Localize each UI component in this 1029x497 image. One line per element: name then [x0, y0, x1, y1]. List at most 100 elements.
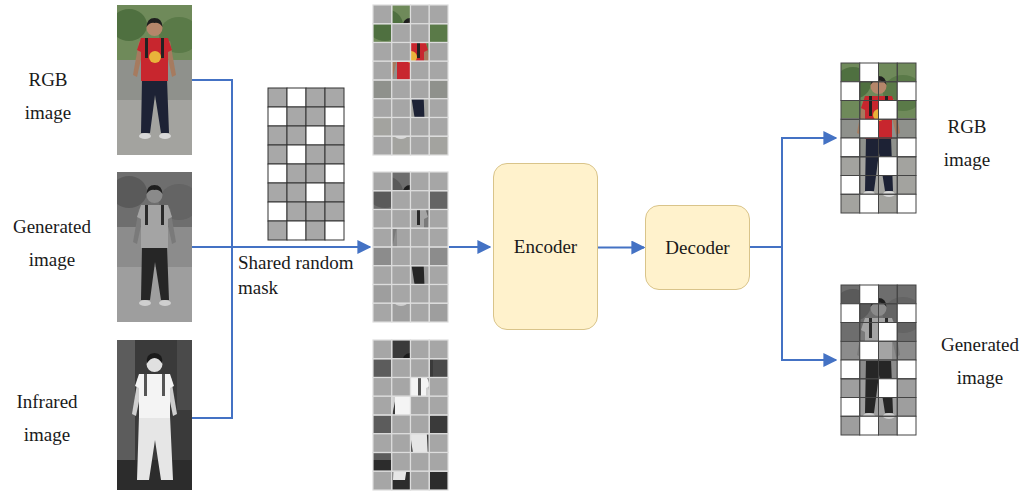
mask-cell: [287, 221, 306, 240]
patch: [897, 176, 916, 195]
patch: [879, 341, 898, 360]
rgb-photo: [111, 5, 199, 155]
patch: [373, 136, 392, 155]
infrared-photo: [117, 340, 192, 490]
patch: [392, 415, 411, 434]
patch: [373, 378, 392, 397]
patch: [860, 119, 879, 138]
patch: [879, 304, 898, 323]
patch: [860, 341, 879, 360]
mask-cell: [325, 145, 344, 164]
image-label: Generated image: [2, 210, 102, 276]
patch: [411, 266, 430, 285]
patch: [411, 136, 430, 155]
patch: [897, 285, 916, 304]
mask-cell: [268, 145, 287, 164]
patch: [860, 194, 879, 213]
patch: [429, 5, 448, 24]
mask-cell: [268, 88, 287, 107]
output-image: [835, 63, 923, 213]
masked-photo: [367, 5, 455, 155]
patch: [879, 82, 898, 101]
patch: [411, 118, 430, 137]
mask-cell: [287, 126, 306, 145]
patch: [860, 379, 879, 398]
image-label: Shared random mask: [238, 250, 388, 300]
patch: [429, 118, 448, 137]
patch: [841, 379, 860, 398]
patch: [860, 416, 879, 435]
patch: [897, 416, 916, 435]
patch: [411, 303, 430, 322]
patch: [392, 396, 411, 415]
input-images: [111, 5, 199, 490]
patch: [373, 340, 392, 359]
patch: [411, 172, 430, 191]
patch: [373, 453, 392, 472]
patch: [897, 360, 916, 379]
patch: [429, 247, 448, 266]
patch: [860, 101, 879, 120]
patch: [879, 157, 898, 176]
patch: [411, 340, 430, 359]
image-label: Generated image: [932, 328, 1028, 394]
patch: [411, 80, 430, 99]
masked-image: [373, 340, 448, 490]
mask-cell: [287, 164, 306, 183]
encoder-input-arrow: [449, 246, 490, 248]
merge-line: [192, 80, 232, 418]
patch: [373, 99, 392, 118]
patch: [373, 359, 392, 378]
patch: [392, 61, 411, 80]
mask-cell: [325, 164, 344, 183]
patch: [411, 359, 430, 378]
patch: [897, 157, 916, 176]
mask-cell: [287, 88, 306, 107]
patch: [411, 61, 430, 80]
patch: [879, 398, 898, 417]
patch: [841, 304, 860, 323]
output-arrow: [782, 359, 836, 361]
patch: [373, 210, 392, 229]
generated-photo: [111, 172, 199, 322]
patch: [392, 99, 411, 118]
patch: [392, 172, 411, 191]
patch: [841, 101, 860, 120]
patch: [841, 285, 860, 304]
patch: [373, 43, 392, 62]
patch: [429, 80, 448, 99]
masked-photo: [367, 172, 455, 322]
patch: [392, 378, 411, 397]
mask-cell: [325, 202, 344, 221]
patch: [411, 434, 430, 453]
patch: [429, 415, 448, 434]
patch: [392, 118, 411, 137]
patch: [879, 285, 898, 304]
split-line: [782, 138, 836, 360]
patch: [392, 210, 411, 229]
patch: [897, 101, 916, 120]
patch: [392, 434, 411, 453]
patch: [897, 138, 916, 157]
patch: [429, 136, 448, 155]
patch: [860, 285, 879, 304]
patch: [373, 61, 392, 80]
patch: [897, 323, 916, 342]
patch: [879, 379, 898, 398]
patch: [411, 228, 430, 247]
patch: [373, 228, 392, 247]
patch: [897, 379, 916, 398]
patch: [429, 471, 448, 490]
patch: [879, 194, 898, 213]
mask-cell: [306, 202, 325, 221]
patch: [392, 247, 411, 266]
patch: [860, 157, 879, 176]
patch: [897, 194, 916, 213]
mask-cell: [268, 183, 287, 202]
patch: [373, 24, 392, 43]
patch: [860, 304, 879, 323]
output-photo: [835, 285, 923, 435]
patch: [860, 82, 879, 101]
patch: [429, 303, 448, 322]
